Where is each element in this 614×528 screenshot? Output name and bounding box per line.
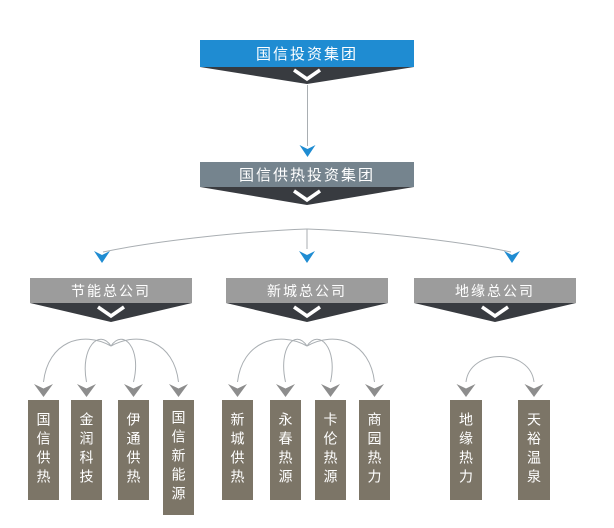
arrow-down-icon (169, 384, 188, 397)
subsidiary-box: 国信供热 (28, 400, 59, 500)
arrow-down-icon (456, 384, 476, 397)
chevron-down-icon (481, 305, 509, 319)
arrow-down-icon (365, 384, 384, 397)
arrow-down-icon (299, 145, 316, 157)
connector-holding-to-division-right (306, 228, 512, 253)
arrow-down-icon (94, 251, 110, 263)
subsidiary-box: 永春热源 (270, 400, 301, 500)
connector-division1-child1 (43, 338, 112, 383)
subsidiary-box: 商园热力 (359, 400, 390, 500)
connector-division2-child3 (306, 338, 333, 383)
arrow-down-icon (124, 384, 143, 397)
connector-division1-child3 (110, 338, 137, 383)
holding-label: 国信供热投资集团 (200, 162, 414, 187)
banner-pointer-icon (414, 303, 576, 322)
node-division-xincheng: 新城总公司 (226, 278, 388, 323)
root-label: 国信投资集团 (200, 40, 414, 67)
division-label: 地缘总公司 (414, 278, 576, 303)
arrow-down-icon (228, 384, 247, 397)
connector-division3-children (465, 356, 535, 383)
arrow-down-icon (524, 384, 544, 397)
banner-pointer-icon (30, 303, 192, 322)
connector-division2-child1 (237, 338, 308, 383)
arrow-down-icon (34, 384, 53, 397)
arrow-down-icon (276, 384, 295, 397)
subsidiary-box: 金润科技 (71, 400, 102, 500)
connector-division2-child4 (306, 338, 375, 383)
subsidiary-box: 伊通供热 (118, 400, 149, 500)
connector-division2-child2 (283, 338, 308, 383)
banner-pointer-icon (226, 303, 388, 322)
banner-pointer-icon (200, 187, 414, 205)
connector-division1-child2 (84, 338, 112, 383)
banner-pointer-icon (200, 67, 414, 84)
connector-division1-child4 (110, 338, 179, 383)
node-division-diyuan: 地缘总公司 (414, 278, 576, 323)
node-holding: 国信供热投资集团 (200, 162, 414, 206)
chevron-down-icon (293, 189, 321, 203)
subsidiary-box: 国信新能源 (163, 400, 194, 515)
subsidiary-box: 天裕温泉 (518, 400, 550, 500)
node-root: 国信投资集团 (200, 40, 414, 85)
subsidiary-box: 新城供热 (222, 400, 253, 500)
subsidiary-box: 卡伦热源 (315, 400, 346, 500)
arrow-down-icon (321, 384, 340, 397)
chevron-down-icon (293, 305, 321, 319)
division-label: 节能总公司 (30, 278, 192, 303)
chevron-down-icon (97, 305, 125, 319)
arrow-down-icon (299, 251, 315, 263)
chevron-down-icon (293, 68, 321, 82)
subsidiary-box: 地缘热力 (450, 400, 482, 500)
arrow-down-icon (77, 384, 96, 397)
division-label: 新城总公司 (226, 278, 388, 303)
arrow-down-icon (504, 251, 520, 263)
node-division-jieneng: 节能总公司 (30, 278, 192, 323)
connector-holding-to-division-left (102, 228, 308, 253)
